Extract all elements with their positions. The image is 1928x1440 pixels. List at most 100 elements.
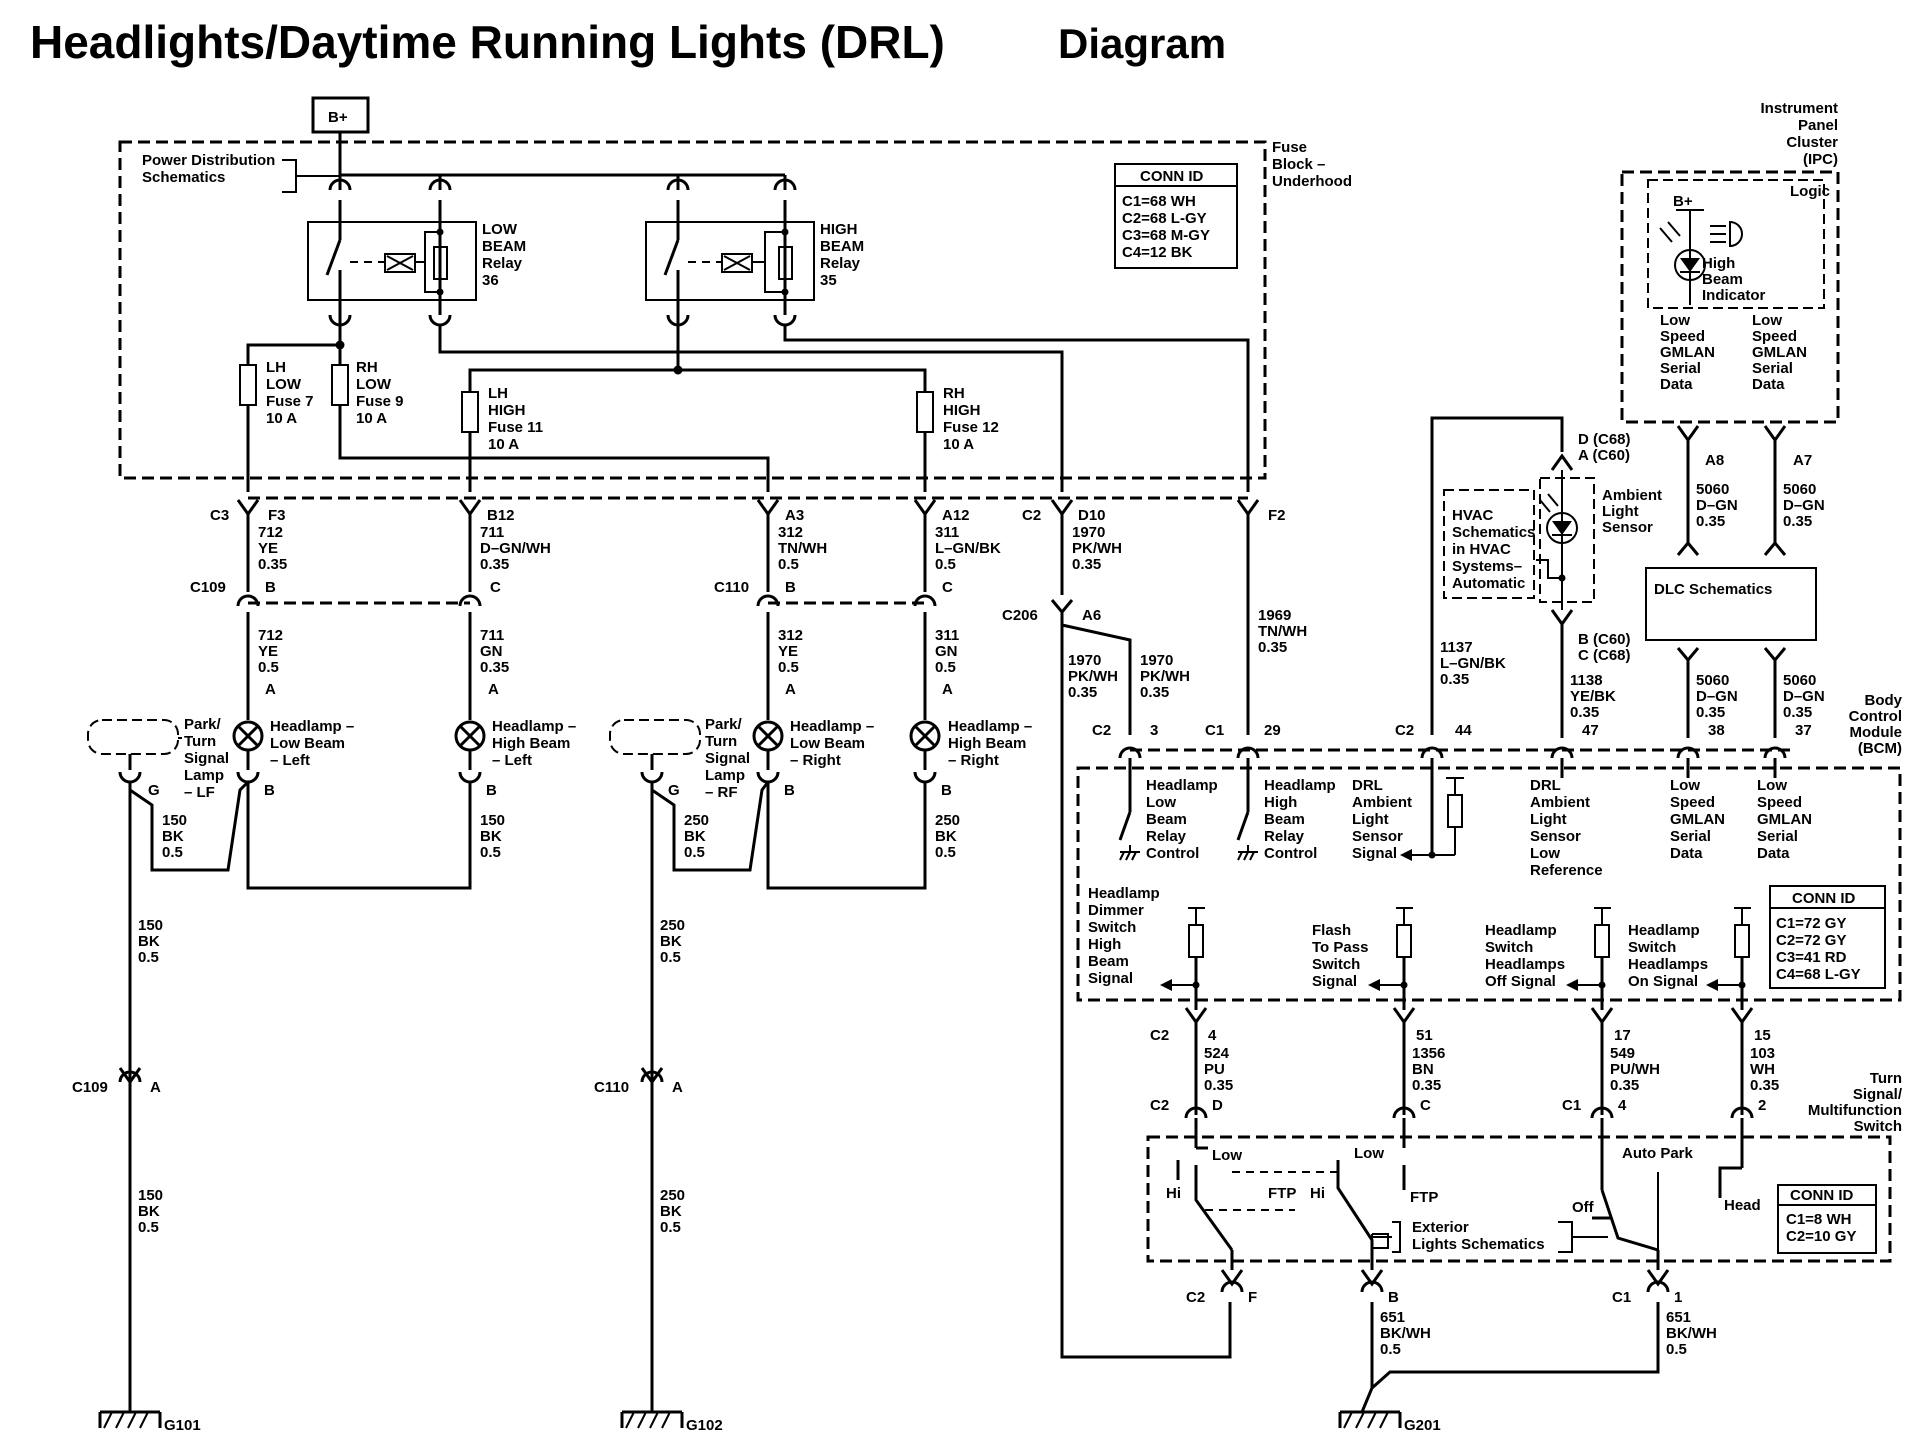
svg-text:Headlamp: Headlamp <box>1485 922 1557 939</box>
svg-text:Lamp: Lamp <box>184 767 224 784</box>
bcm-in2-label: Headlamp High Beam Relay Control <box>1264 777 1336 862</box>
svg-text:GN: GN <box>480 643 503 660</box>
svg-text:Ambient: Ambient <box>1352 794 1412 811</box>
pin-sw-c: C <box>1420 1097 1431 1114</box>
svg-text:GMLAN: GMLAN <box>1757 811 1812 828</box>
svg-text:311: 311 <box>935 524 959 541</box>
svg-text:C3=68 M-GY: C3=68 M-GY <box>1122 227 1210 244</box>
svg-text:Ambient: Ambient <box>1530 794 1590 811</box>
svg-text:5060: 5060 <box>1696 672 1729 689</box>
hvac-schematics-box <box>1443 489 1535 599</box>
bcm-in5-label: Low Speed GMLAN Serial Data <box>1670 777 1725 862</box>
svg-text:Signal: Signal <box>184 750 229 767</box>
svg-text:0.35: 0.35 <box>480 556 509 573</box>
svg-text:HIGH: HIGH <box>820 221 858 238</box>
svg-text:Sensor: Sensor <box>1602 519 1653 536</box>
svg-text:GMLAN: GMLAN <box>1752 344 1807 361</box>
ipc-logic-box <box>1647 179 1825 309</box>
svg-text:Lights Schematics: Lights Schematics <box>1412 1236 1545 1253</box>
svg-text:Indicator: Indicator <box>1702 287 1766 304</box>
wire-5060-bcm-38: 5060 D–GN 0.35 <box>1696 672 1738 721</box>
svg-text:BK: BK <box>138 1203 160 1220</box>
switch-hi1-label: Hi <box>1166 1185 1181 1202</box>
wire-1138-label: 1138 YE/BK 0.35 <box>1570 672 1616 721</box>
svg-text:1970: 1970 <box>1072 524 1105 541</box>
svg-text:WH: WH <box>1750 1061 1775 1078</box>
ipc-pins <box>1676 425 1787 443</box>
wire-5060-ipc-a8: 5060 D–GN 0.35 <box>1696 481 1738 530</box>
svg-text:Switch: Switch <box>1485 939 1533 956</box>
switch-off-label: Off <box>1572 1199 1595 1216</box>
headlamp-low-beam-left <box>232 720 264 752</box>
low-beam-relay <box>307 178 477 332</box>
conn-sw-c1-a: C1 <box>1562 1097 1581 1114</box>
dlc-schematics-box <box>1645 567 1817 641</box>
svg-text:PK/WH: PK/WH <box>1140 668 1190 685</box>
svg-text:Relay: Relay <box>820 255 861 272</box>
switch-low2-label: Low <box>1354 1145 1384 1162</box>
svg-text:0.5: 0.5 <box>778 659 799 676</box>
svg-text:YE/BK: YE/BK <box>1570 688 1616 705</box>
svg-text:PU/WH: PU/WH <box>1610 1061 1660 1078</box>
wire-103: 103 WH 0.35 <box>1750 1045 1779 1094</box>
svg-text:– RF: – RF <box>705 784 738 801</box>
ground-g101 <box>98 1410 162 1429</box>
svg-text:LH: LH <box>488 385 508 402</box>
svg-text:0.35: 0.35 <box>1750 1077 1779 1094</box>
dlc-schematics-label: DLC Schematics <box>1654 581 1772 598</box>
wire-524: 524 PU 0.35 <box>1204 1045 1233 1094</box>
svg-text:High Beam: High Beam <box>492 735 570 752</box>
svg-text:Low: Low <box>1660 312 1690 329</box>
wire-311-upper: 311 L–GN/BK 0.5 <box>935 524 1001 573</box>
svg-text:Signal: Signal <box>1352 845 1397 862</box>
park-turn-lamp-rf-label: Park/ Turn Signal Lamp – RF <box>705 716 750 801</box>
fuse-block-label: Fuse Block – Underhood <box>1272 139 1352 190</box>
svg-text:Switch: Switch <box>1088 919 1136 936</box>
pin-ipc-a8: A8 <box>1705 452 1724 469</box>
svg-text:– LF: – LF <box>184 784 215 801</box>
svg-text:Park/: Park/ <box>705 716 743 733</box>
svg-text:0.5: 0.5 <box>684 844 705 861</box>
wire-1970-upper: 1970 PK/WH 0.35 <box>1072 524 1122 573</box>
svg-text:0.35: 0.35 <box>1258 639 1287 656</box>
pin-c110-a: A <box>672 1079 683 1096</box>
svg-text:GN: GN <box>935 643 958 660</box>
hvac-schematics-label: HVAC Schematics in HVAC Systems– Automat… <box>1452 507 1535 592</box>
svg-text:Systems–: Systems– <box>1452 558 1522 575</box>
svg-text:0.35: 0.35 <box>1570 704 1599 721</box>
svg-text:0.5: 0.5 <box>1666 1341 1687 1358</box>
svg-text:Control: Control <box>1264 845 1317 862</box>
high-relay-control-wire <box>783 325 1250 492</box>
pin-c110-c: C <box>942 579 953 596</box>
svg-text:Relay: Relay <box>482 255 523 272</box>
pin-lamp-a4: A <box>942 681 953 698</box>
svg-text:5060: 5060 <box>1696 481 1729 498</box>
pin-a12: A12 <box>942 507 970 524</box>
svg-text:High: High <box>1088 936 1121 953</box>
pin-park-g2: G <box>668 782 680 799</box>
pin-c109-a: A <box>150 1079 161 1096</box>
conn-c3: C3 <box>210 507 229 524</box>
pin-c109-b: B <box>265 579 276 596</box>
ambient-light-sensor-box <box>1539 477 1595 603</box>
svg-text:To Pass: To Pass <box>1312 939 1368 956</box>
svg-text:Headlamps: Headlamps <box>1485 956 1565 973</box>
svg-text:0.5: 0.5 <box>935 659 956 676</box>
svg-text:Schematics: Schematics <box>142 169 225 186</box>
svg-text:LH: LH <box>266 359 286 376</box>
pin-lamp-b3: B <box>784 782 795 799</box>
pin-lamp-a3: A <box>785 681 796 698</box>
switch-head-label: Head <box>1724 1197 1761 1214</box>
svg-text:CONN ID: CONN ID <box>1792 890 1856 907</box>
svg-text:Underhood: Underhood <box>1272 173 1352 190</box>
pin-c110-b: B <box>785 579 796 596</box>
svg-text:0.5: 0.5 <box>480 844 501 861</box>
high-beam-relay <box>645 178 815 327</box>
wire-549: 549 PU/WH 0.35 <box>1610 1045 1660 1094</box>
svg-text:GMLAN: GMLAN <box>1670 811 1725 828</box>
svg-text:C2=10 GY: C2=10 GY <box>1786 1228 1856 1245</box>
wire-712-upper: 712 YE 0.35 <box>258 524 287 573</box>
switch-bottom-pins <box>1220 1269 1670 1293</box>
bcm-pullup-resistors <box>1160 907 1751 1010</box>
